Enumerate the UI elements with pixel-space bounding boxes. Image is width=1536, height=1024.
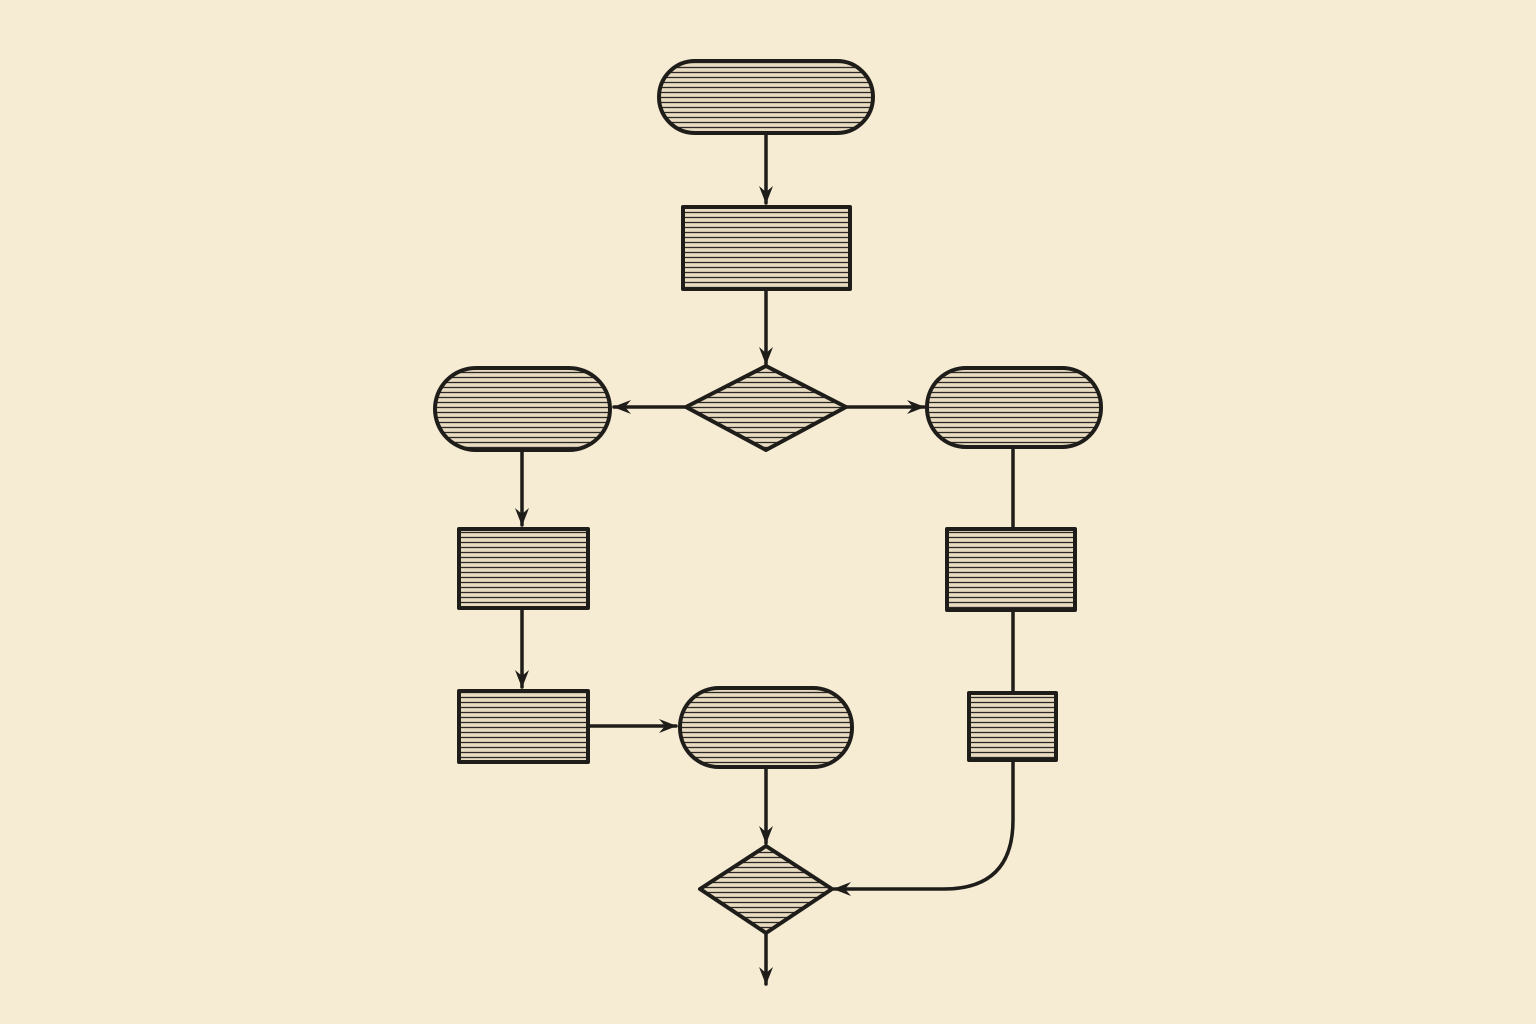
merge-terminator xyxy=(678,686,854,769)
process-box-2 xyxy=(457,527,590,610)
decision-diamond-2 xyxy=(698,844,834,935)
process-box-4 xyxy=(945,527,1077,612)
start-terminator xyxy=(657,59,875,135)
edges xyxy=(515,131,1015,986)
edge-process-5-to-decision-2 xyxy=(832,758,1015,896)
process-box-5 xyxy=(967,691,1058,762)
process-box-1 xyxy=(681,205,852,291)
right-branch-terminator xyxy=(925,366,1103,449)
process-box-3 xyxy=(457,689,590,764)
decision-diamond-1 xyxy=(684,364,848,452)
left-branch-terminator xyxy=(433,366,612,452)
nodes xyxy=(433,59,1103,935)
